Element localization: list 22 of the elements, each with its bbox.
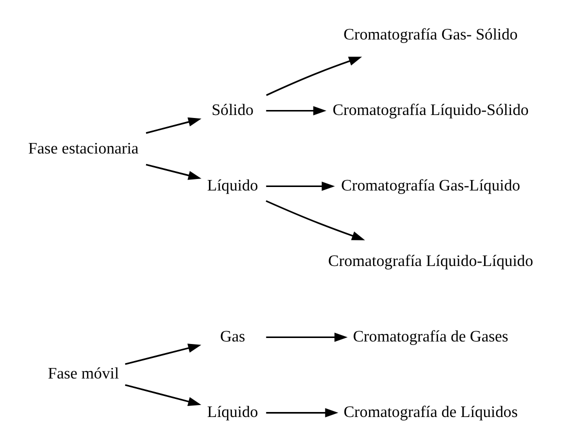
node-text: Cromatografía de Gases xyxy=(352,328,508,346)
arrow xyxy=(266,332,348,342)
arrow xyxy=(266,106,326,116)
node-text: Sólido xyxy=(211,102,254,119)
node-text: Cromatografía Líquido-Sólido xyxy=(332,102,528,119)
arrow xyxy=(266,182,334,191)
node-text: Fase móvil xyxy=(47,366,118,383)
arrow xyxy=(265,200,364,240)
node-text: Cromatografía Líquido-Líquido xyxy=(328,252,533,270)
arrow xyxy=(266,56,362,96)
arrow xyxy=(266,408,338,418)
arrow xyxy=(145,117,201,134)
node-text: Cromatografía Gas-Líquido xyxy=(340,177,520,194)
arrow xyxy=(124,384,201,406)
node-text: Fase estacionaria xyxy=(28,140,138,158)
node-text: Líquido xyxy=(206,177,258,194)
node-text: Gas xyxy=(220,328,245,346)
node-text: Cromatografía Gas- Sólido xyxy=(343,26,518,44)
arrow xyxy=(145,164,201,180)
arrow xyxy=(124,344,201,365)
node-text: Cromatografía de Líquidos xyxy=(343,404,518,421)
node-text: Líquido xyxy=(206,404,258,421)
